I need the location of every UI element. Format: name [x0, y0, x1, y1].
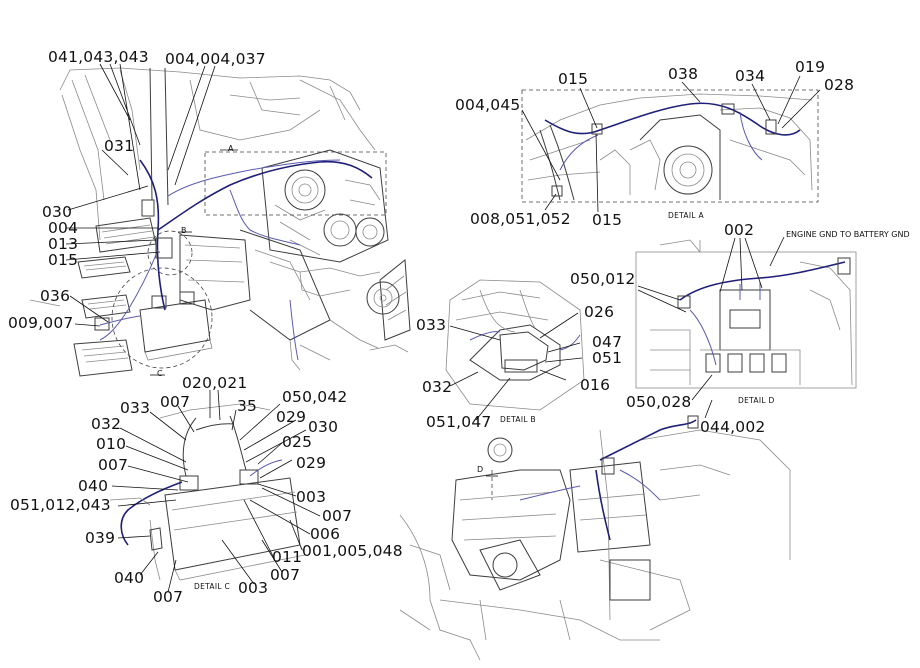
callout-007-c-top: 007	[160, 393, 191, 411]
view-marker-a: A	[228, 144, 234, 153]
callout-028: 028	[824, 76, 855, 94]
caption-detail-a: DETAIL A	[668, 211, 704, 220]
callout-007-c-bottom-right: 007	[270, 566, 301, 584]
callout-033-detail-c: 033	[120, 399, 151, 417]
callout-020-021: 020,021	[182, 374, 248, 392]
callout-002: 002	[724, 221, 755, 239]
callout-015-detail-a-top: 015	[558, 70, 589, 88]
callout-009-007: 009,007	[8, 314, 74, 332]
lower-right-tractor-view	[399, 415, 791, 661]
callout-026: 026	[584, 303, 615, 321]
callout-030: 030	[42, 203, 73, 221]
callout-050-028: 050,028	[626, 393, 692, 411]
callout-030-detail-c: 030	[308, 418, 339, 436]
callout-040-bottom: 040	[114, 569, 145, 587]
detail-a-view	[521, 75, 821, 213]
view-marker-d: D	[477, 465, 484, 474]
callout-033-detail-b: 033	[416, 316, 447, 334]
caption-detail-b: DETAIL B	[500, 415, 536, 424]
callout-032-detail-c: 032	[91, 415, 122, 433]
callout-35: 35	[237, 397, 258, 415]
callout-019: 019	[795, 58, 826, 76]
callout-041-043-043: 041,043,043	[48, 48, 149, 66]
detail-b-view	[445, 279, 585, 421]
callout-036: 036	[40, 287, 71, 305]
callout-051: 051	[592, 349, 623, 367]
callout-006: 006	[310, 525, 341, 543]
callout-051-047: 051,047	[426, 413, 492, 431]
callout-031: 031	[104, 137, 135, 155]
callout-003-right: 003	[296, 488, 327, 506]
callout-008-051-052: 008,051,052	[470, 210, 571, 228]
callout-007-c-left: 007	[98, 456, 129, 474]
callout-029-bottom: 029	[296, 454, 327, 472]
callout-051-012-043: 051,012,043	[10, 496, 111, 514]
callout-039: 039	[85, 529, 116, 547]
callout-013: 013	[48, 235, 79, 253]
callout-001-005-048: 001,005,048	[302, 542, 403, 560]
callout-016: 016	[580, 376, 611, 394]
detail-c-view	[109, 389, 321, 593]
callout-050-012: 050,012	[570, 270, 636, 288]
callout-047: 047	[592, 333, 623, 351]
callout-004-045: 004,045	[455, 96, 521, 114]
view-marker-c: C	[157, 369, 163, 378]
detail-d-view	[635, 236, 857, 419]
callout-034: 034	[735, 67, 766, 85]
callout-050-042: 050,042	[282, 388, 348, 406]
caption-detail-d: DETAIL D	[738, 396, 775, 405]
callout-032-detail-b: 032	[422, 378, 453, 396]
callout-010: 010	[96, 435, 127, 453]
callout-015: 015	[48, 251, 79, 269]
caption-detail-c: DETAIL C	[194, 582, 231, 591]
callout-004: 004	[48, 219, 79, 237]
view-marker-b: B	[181, 226, 187, 235]
callout-040-top: 040	[78, 477, 109, 495]
callout-038: 038	[668, 65, 699, 83]
callout-007-c-right: 007	[322, 507, 353, 525]
callout-015-detail-a-bottom: 015	[592, 211, 623, 229]
main-tractor-view	[29, 63, 411, 377]
note-engine-gnd-to-battery-gnd: ENGINE GND TO BATTERY GND	[786, 230, 910, 239]
callout-007-c-bottom: 007	[153, 588, 184, 606]
callout-025: 025	[282, 433, 313, 451]
callout-029-top: 029	[276, 408, 307, 426]
callout-044-002: 044,002	[700, 418, 766, 436]
callout-004-004-037: 004,004,037	[165, 50, 266, 68]
callout-003-bottom: 003	[238, 579, 269, 597]
callout-011: 011	[272, 548, 303, 566]
